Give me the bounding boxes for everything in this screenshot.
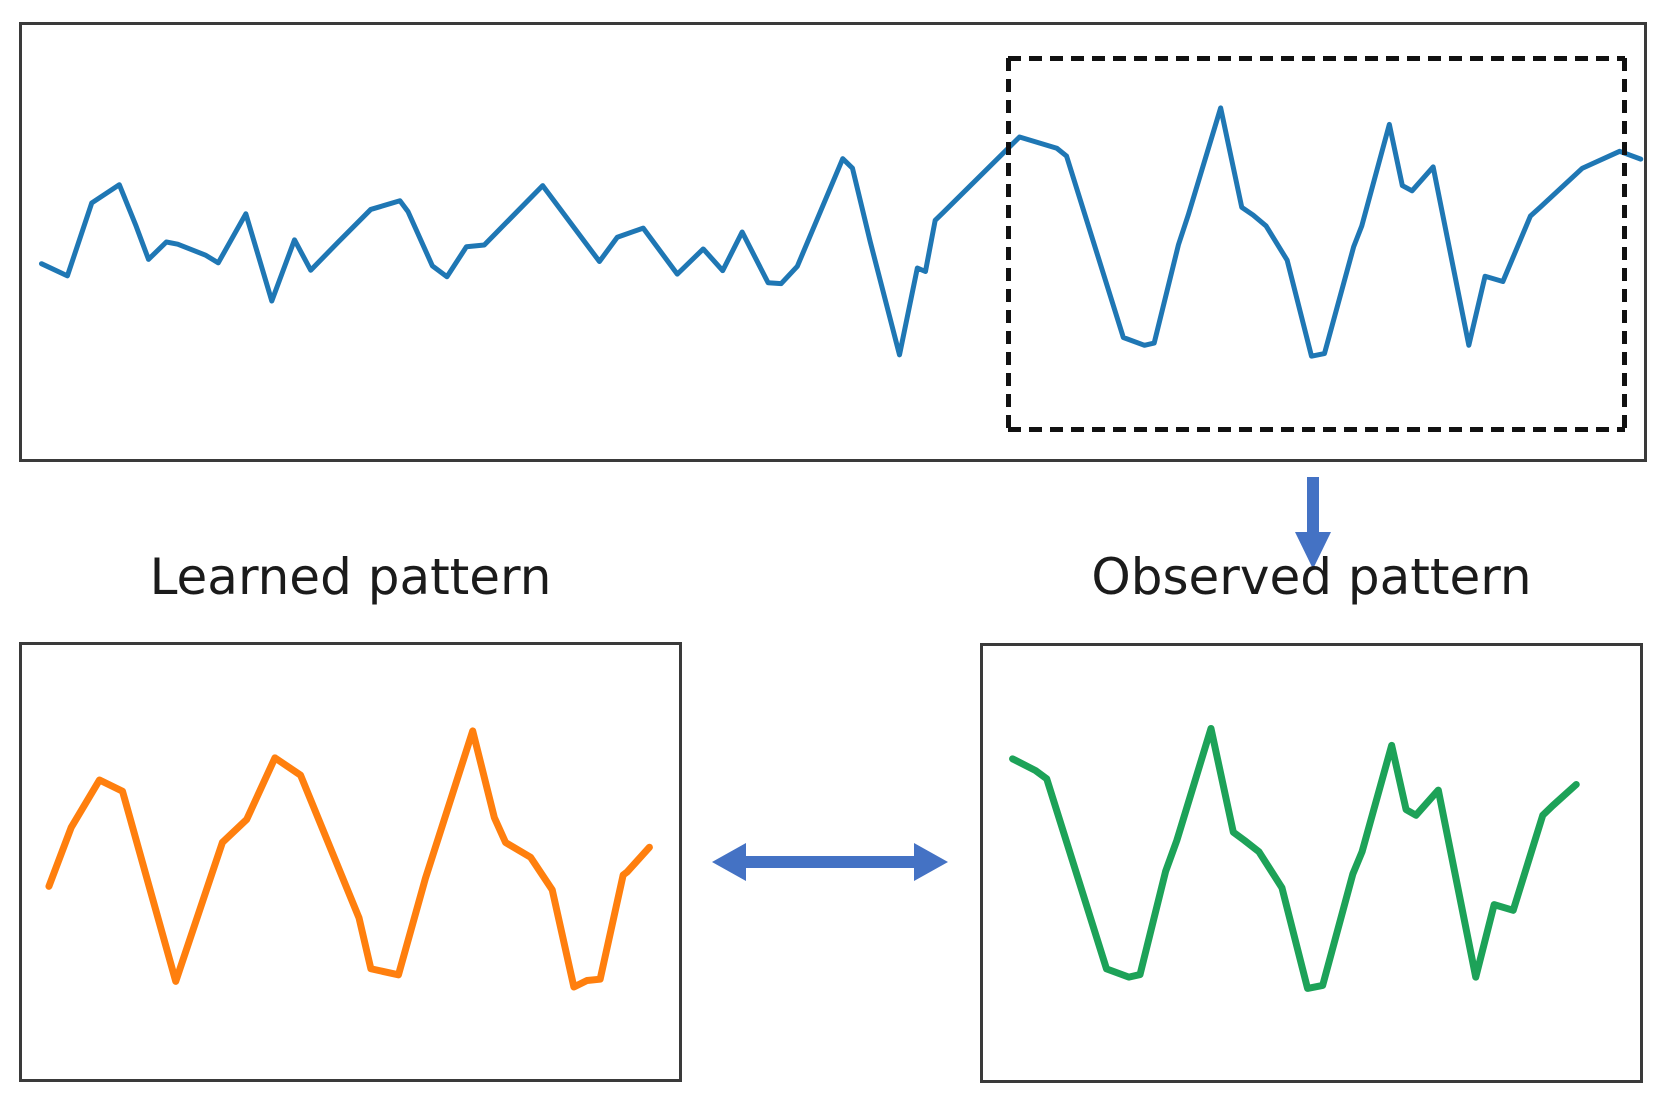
full-series-panel xyxy=(19,22,1647,462)
dashed-edge-left xyxy=(1006,58,1011,430)
observed-pattern-title: Observed pattern xyxy=(1091,548,1532,606)
double-arrow-icon xyxy=(712,843,948,881)
learned-pattern-panel xyxy=(19,642,682,1082)
dashed-edge-top xyxy=(1008,56,1625,61)
full-series-line xyxy=(22,25,1644,459)
dashed-edge-bottom xyxy=(1008,427,1625,432)
dashed-edge-right xyxy=(1622,58,1627,430)
observed-pattern-panel xyxy=(980,643,1643,1083)
learned-pattern-line xyxy=(22,645,679,1079)
learned-pattern-title: Learned pattern xyxy=(149,548,552,606)
observed-pattern-line xyxy=(983,646,1640,1080)
dashed-highlight-box xyxy=(1006,56,1627,432)
down-arrow-icon xyxy=(1295,477,1331,569)
